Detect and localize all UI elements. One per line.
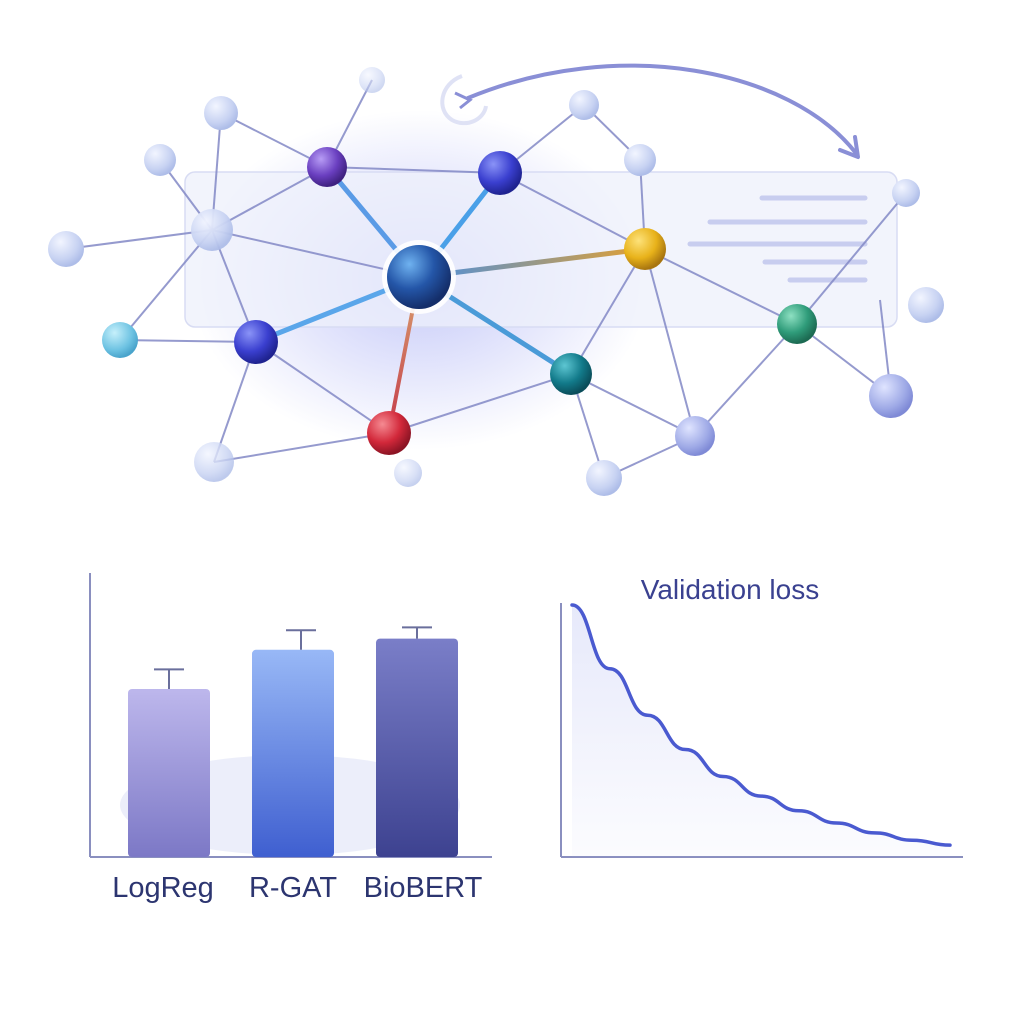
bar-label-logreg: LogReg xyxy=(112,872,214,904)
faded-node xyxy=(144,144,176,176)
faded-node xyxy=(102,322,138,358)
faded-node xyxy=(624,144,656,176)
faded-node xyxy=(586,460,622,496)
bar-r-gat xyxy=(252,649,334,857)
faded-node xyxy=(194,442,234,482)
bar-logreg xyxy=(128,689,210,857)
neighbor-nodes xyxy=(48,67,944,496)
hub-node xyxy=(387,245,451,309)
loss-curve xyxy=(570,603,952,847)
loop-arrow-icon xyxy=(440,63,860,159)
error-bar-r-gat xyxy=(286,629,316,650)
faded-node xyxy=(892,179,920,207)
bar-chart xyxy=(89,573,492,858)
faded-node xyxy=(204,96,238,130)
red-node xyxy=(367,411,411,455)
error-bar-biobert xyxy=(402,626,432,639)
gold-node xyxy=(624,228,666,270)
bar-label-rgat: R-GAT xyxy=(248,872,338,904)
bar-label-biobert: BioBERT xyxy=(363,872,483,904)
bar-biobert xyxy=(376,638,458,857)
loss-chart-title: Validation loss xyxy=(640,574,820,605)
faded-node xyxy=(908,287,944,323)
loss-chart xyxy=(560,603,963,858)
network-diagram xyxy=(48,63,944,496)
indigo-node xyxy=(234,320,278,364)
faded-node xyxy=(359,67,385,93)
loss-area xyxy=(572,605,950,857)
teal-node xyxy=(550,353,592,395)
faded-node xyxy=(869,374,913,418)
bars-group xyxy=(128,626,458,857)
faded-node xyxy=(675,416,715,456)
indigo-node xyxy=(478,151,522,195)
faded-node xyxy=(48,231,84,267)
green-node xyxy=(777,304,817,344)
faded-node xyxy=(394,459,422,487)
purple-node xyxy=(307,147,347,187)
faded-node xyxy=(191,209,233,251)
faded-node xyxy=(569,90,599,120)
error-bar-logreg xyxy=(154,668,184,689)
